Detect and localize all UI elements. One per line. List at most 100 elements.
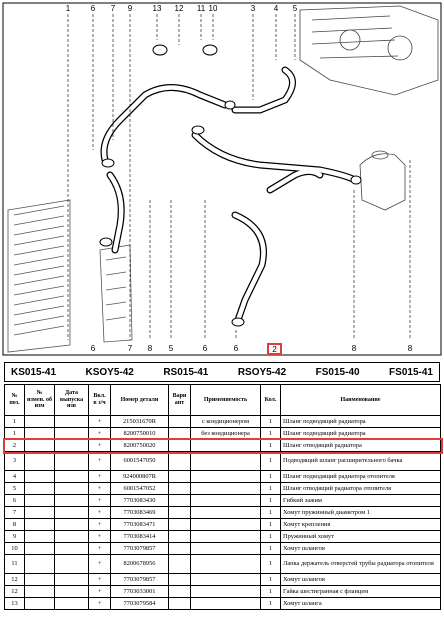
cell-included: + bbox=[88, 573, 111, 586]
model-code: KSOY5-42 bbox=[85, 366, 134, 378]
cell-qty: 1 bbox=[260, 427, 281, 440]
cell-pos: 10 bbox=[4, 542, 25, 555]
cell-change bbox=[24, 554, 55, 574]
cell-change bbox=[24, 451, 55, 471]
cell-included: + bbox=[88, 542, 111, 555]
cell-applicability bbox=[190, 482, 261, 495]
cell-pos: 8 bbox=[4, 518, 25, 531]
cell-change bbox=[24, 542, 55, 555]
cell-variant bbox=[168, 470, 191, 483]
cell-change bbox=[24, 585, 55, 598]
cell-pos: 12 bbox=[4, 573, 25, 586]
callout-label: 6 bbox=[203, 344, 208, 353]
cell-date bbox=[54, 542, 89, 555]
callout-label: 1 bbox=[66, 4, 71, 13]
model-codes-bar: KS015-41 KSOY5-42 RS015-41 RSOY5-42 FS01… bbox=[4, 362, 440, 382]
cell-change bbox=[24, 530, 55, 543]
callout-label: 7 bbox=[111, 4, 116, 13]
cell-qty: 1 bbox=[260, 494, 281, 507]
cell-qty: 1 bbox=[260, 415, 281, 428]
header-name: Наименование bbox=[280, 384, 441, 416]
cell-name: Хомут шлангов bbox=[280, 573, 441, 586]
cell-part-number: 924000807R bbox=[110, 470, 169, 483]
callout-label: 13 bbox=[153, 4, 162, 13]
cell-included: + bbox=[88, 451, 111, 471]
cell-included: + bbox=[88, 530, 111, 543]
cell-part-number: 215031670R bbox=[110, 415, 169, 428]
callout-label: 12 bbox=[175, 4, 184, 13]
cell-variant bbox=[168, 573, 191, 586]
cell-part-number: 7703079857 bbox=[110, 542, 169, 555]
cell-applicability bbox=[190, 597, 261, 610]
cell-qty: 1 bbox=[260, 451, 281, 471]
cell-name: Пружинный хомут bbox=[280, 530, 441, 543]
cell-pos: 6 bbox=[4, 494, 25, 507]
callout-label: 5 bbox=[293, 4, 298, 13]
exploded-view-drawing: 1 6 7 9 13 12 11 10 3 4 5 6 7 8 5 6 6 8 … bbox=[2, 2, 442, 356]
cell-pos: 9 bbox=[4, 530, 25, 543]
cell-applicability bbox=[190, 470, 261, 483]
cell-variant bbox=[168, 451, 191, 471]
cell-included: + bbox=[88, 494, 111, 507]
callout-label: 8 bbox=[352, 344, 357, 353]
cell-change bbox=[24, 494, 55, 507]
cell-pos: 1 bbox=[4, 415, 25, 428]
header-part-number: Номер детали bbox=[110, 384, 169, 416]
cell-name: Шланг подводящий радиатора отопителя bbox=[280, 470, 441, 483]
cell-change bbox=[24, 506, 55, 519]
cell-name: Шланг отводящий радиатора bbox=[280, 439, 441, 452]
cell-variant bbox=[168, 530, 191, 543]
cell-applicability bbox=[190, 518, 261, 531]
cell-included: + bbox=[88, 506, 111, 519]
cell-qty: 1 bbox=[260, 518, 281, 531]
cell-change bbox=[24, 518, 55, 531]
header-date: Дата выпуска изв bbox=[54, 384, 89, 416]
expansion-tank-drawing bbox=[359, 150, 406, 211]
cell-applicability bbox=[190, 554, 261, 574]
cell-name: Лапка держатель отверстей трубы радиатор… bbox=[280, 554, 441, 574]
engine-block-drawing bbox=[299, 5, 439, 96]
callout-label: 6 bbox=[91, 4, 96, 13]
cell-part-number: 7703033001 bbox=[110, 585, 169, 598]
table-header-row: № поз. № измен. об изм Дата выпуска изв … bbox=[4, 384, 441, 416]
cell-part-number: 8200750020 bbox=[110, 439, 169, 452]
cell-applicability bbox=[190, 530, 261, 543]
cell-date bbox=[54, 597, 89, 610]
cell-included: + bbox=[88, 597, 111, 610]
cell-change bbox=[24, 415, 55, 428]
cell-pos: 2 bbox=[4, 439, 25, 452]
cell-name: Гайка шестигранная с фланцем bbox=[280, 585, 441, 598]
cell-included: + bbox=[88, 470, 111, 483]
cell-qty: 1 bbox=[260, 530, 281, 543]
cell-pos: 7 bbox=[4, 506, 25, 519]
cell-name: Подводящий шланг расширительного бачка bbox=[280, 451, 441, 471]
callout-label: 5 bbox=[169, 344, 174, 353]
cell-variant bbox=[168, 427, 191, 440]
header-applicability: Применяемость bbox=[190, 384, 261, 416]
cell-variant bbox=[168, 506, 191, 519]
cell-qty: 1 bbox=[260, 542, 281, 555]
cell-variant bbox=[168, 554, 191, 574]
model-code: FS015-41 bbox=[389, 366, 433, 378]
cell-applicability bbox=[190, 585, 261, 598]
cell-change bbox=[24, 427, 55, 440]
cell-included: + bbox=[88, 554, 111, 574]
cell-date bbox=[54, 439, 89, 452]
hose-diagram: 1 6 7 9 13 12 11 10 3 4 5 6 7 8 5 6 6 8 … bbox=[2, 2, 442, 356]
cell-change bbox=[24, 470, 55, 483]
cell-qty: 1 bbox=[260, 554, 281, 574]
cell-date bbox=[54, 518, 89, 531]
cell-qty: 1 bbox=[260, 482, 281, 495]
cell-applicability: с кондиционером bbox=[190, 415, 261, 428]
cell-part-number: 7703083471 bbox=[110, 518, 169, 531]
cell-qty: 1 bbox=[260, 573, 281, 586]
